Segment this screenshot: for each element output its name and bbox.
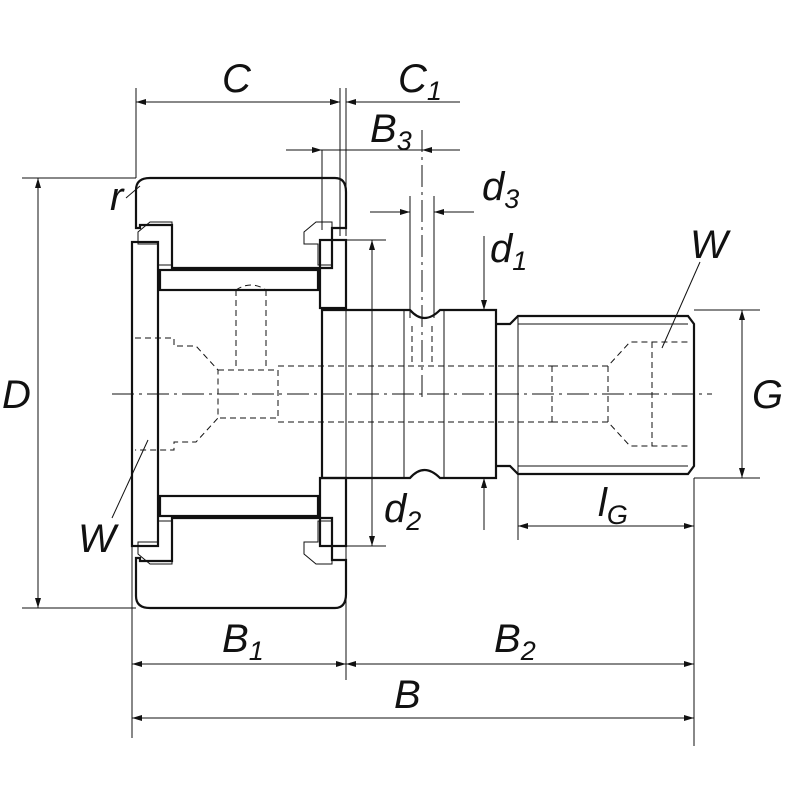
stud-shoulder [320, 308, 498, 480]
leader-r [125, 185, 141, 199]
thrust-washer-top [318, 238, 348, 310]
seal-bottom-right [303, 520, 333, 565]
label-lG: lG [598, 481, 628, 530]
label-B3: B3 [370, 107, 412, 156]
seal-top-left [137, 221, 173, 266]
needle-roller-top [158, 268, 320, 292]
thrust-washer [318, 238, 348, 548]
label-C1: C1 [398, 57, 442, 106]
label-D: D [2, 373, 31, 417]
label-d2: d2 [384, 487, 421, 536]
label-r: r [110, 175, 125, 219]
label-W-left: W [78, 517, 119, 561]
seal-top-right [303, 221, 333, 266]
label-d3: d3 [482, 165, 519, 214]
outer-ring-top-section [134, 176, 348, 270]
leader-W-right [661, 261, 701, 349]
label-B2: B2 [494, 617, 536, 666]
needle-roller-bottom [158, 494, 320, 518]
label-B: B [394, 673, 421, 717]
labels: C C1 B3 d3 d1 r W W D G d2 lG B1 B2 B [2, 57, 783, 717]
threaded-shank [496, 314, 696, 476]
label-B1: B1 [222, 617, 264, 666]
label-C: C [222, 57, 252, 101]
stud-body [320, 308, 696, 480]
label-d1: d1 [490, 227, 527, 276]
label-G: G [752, 373, 783, 417]
dimension-lines [22, 88, 760, 746]
seal-bottom-left [137, 520, 173, 565]
outer-ring [134, 176, 348, 610]
seals [137, 221, 333, 565]
center-lines [112, 130, 712, 400]
leader-W-left [111, 439, 149, 519]
hidden-features [135, 284, 690, 451]
label-W-right: W [690, 223, 731, 267]
outer-ring-bottom-section [134, 516, 348, 610]
